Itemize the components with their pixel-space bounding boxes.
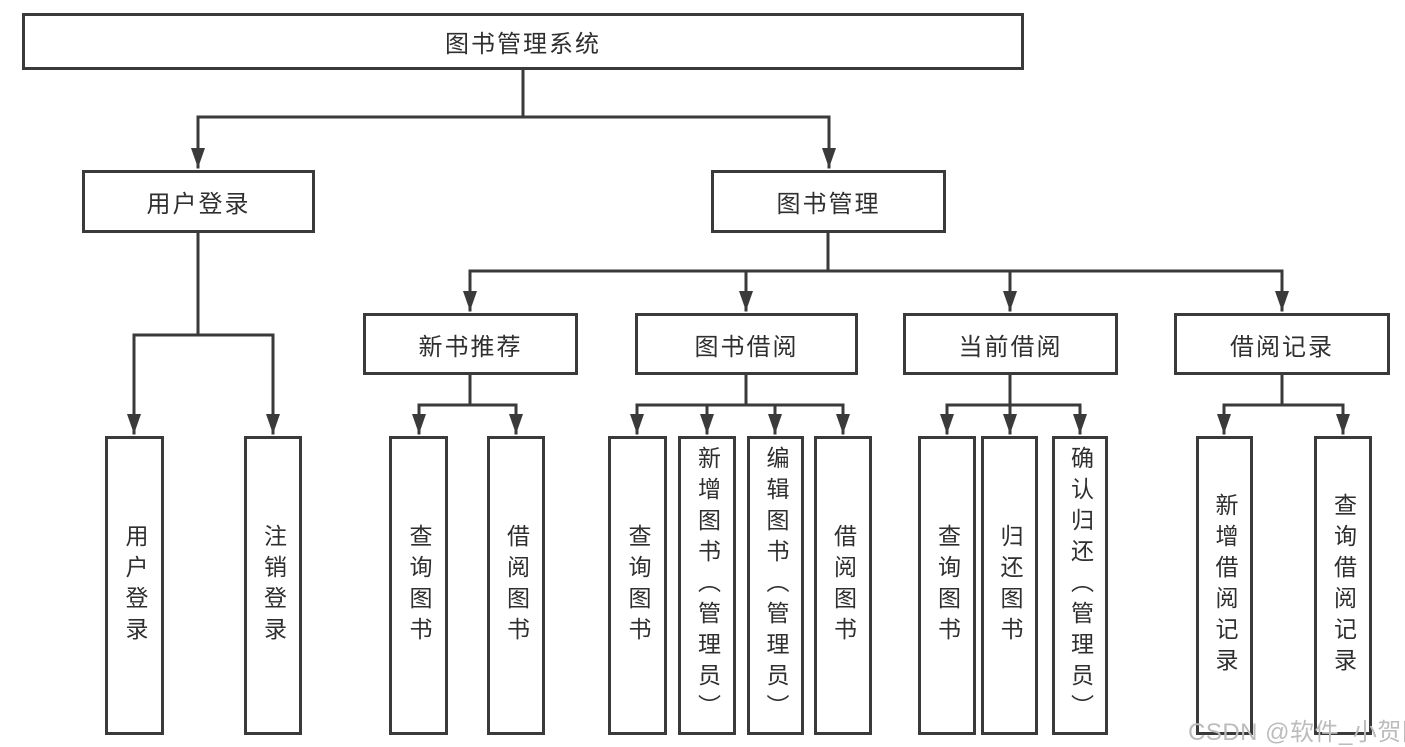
node-book-management: 图书管理 — [711, 170, 946, 233]
node-borrow-records: 借阅记录 — [1174, 313, 1390, 375]
branch-user-login — [127, 231, 280, 435]
csdn-watermark: CSDN @软件_小贺同学 — [1188, 719, 1405, 746]
leaf-query-borrow-record: 查询借阅记录 — [1314, 436, 1372, 735]
leaf-logout: 注销登录 — [244, 436, 302, 735]
branch-book-borrow — [630, 373, 850, 435]
node-root-system: 图书管理系统 — [22, 13, 1024, 70]
leaf-edit-books-admin: 编辑图书（管理员） — [747, 436, 804, 735]
leaf-query-books-current: 查询图书 — [918, 436, 976, 735]
node-user-login: 用户登录 — [82, 170, 315, 233]
branch-book-management — [463, 231, 1289, 312]
leaf-confirm-return-admin: 确认归还（管理员） — [1052, 436, 1108, 735]
leaf-add-books-admin: 新增图书（管理员） — [678, 436, 736, 735]
node-book-borrow: 图书借阅 — [635, 313, 858, 375]
leaf-user-login: 用户登录 — [105, 436, 164, 735]
branch-current-borrow — [940, 373, 1087, 435]
leaf-return-books: 归还图书 — [981, 436, 1038, 735]
leaf-query-books-recommend: 查询图书 — [389, 436, 448, 735]
node-new-book-recommend: 新书推荐 — [363, 313, 578, 375]
leaf-add-borrow-record: 新增借阅记录 — [1196, 436, 1253, 735]
leaf-borrow-books: 借阅图书 — [814, 436, 872, 735]
leaf-borrow-books-recommend: 借阅图书 — [487, 436, 545, 735]
branch-borrow-records — [1217, 373, 1350, 435]
branch-root — [191, 68, 836, 169]
node-current-borrow: 当前借阅 — [903, 313, 1118, 375]
leaf-query-books-borrow: 查询图书 — [608, 436, 667, 735]
branch-new-book-recommend — [412, 373, 523, 435]
